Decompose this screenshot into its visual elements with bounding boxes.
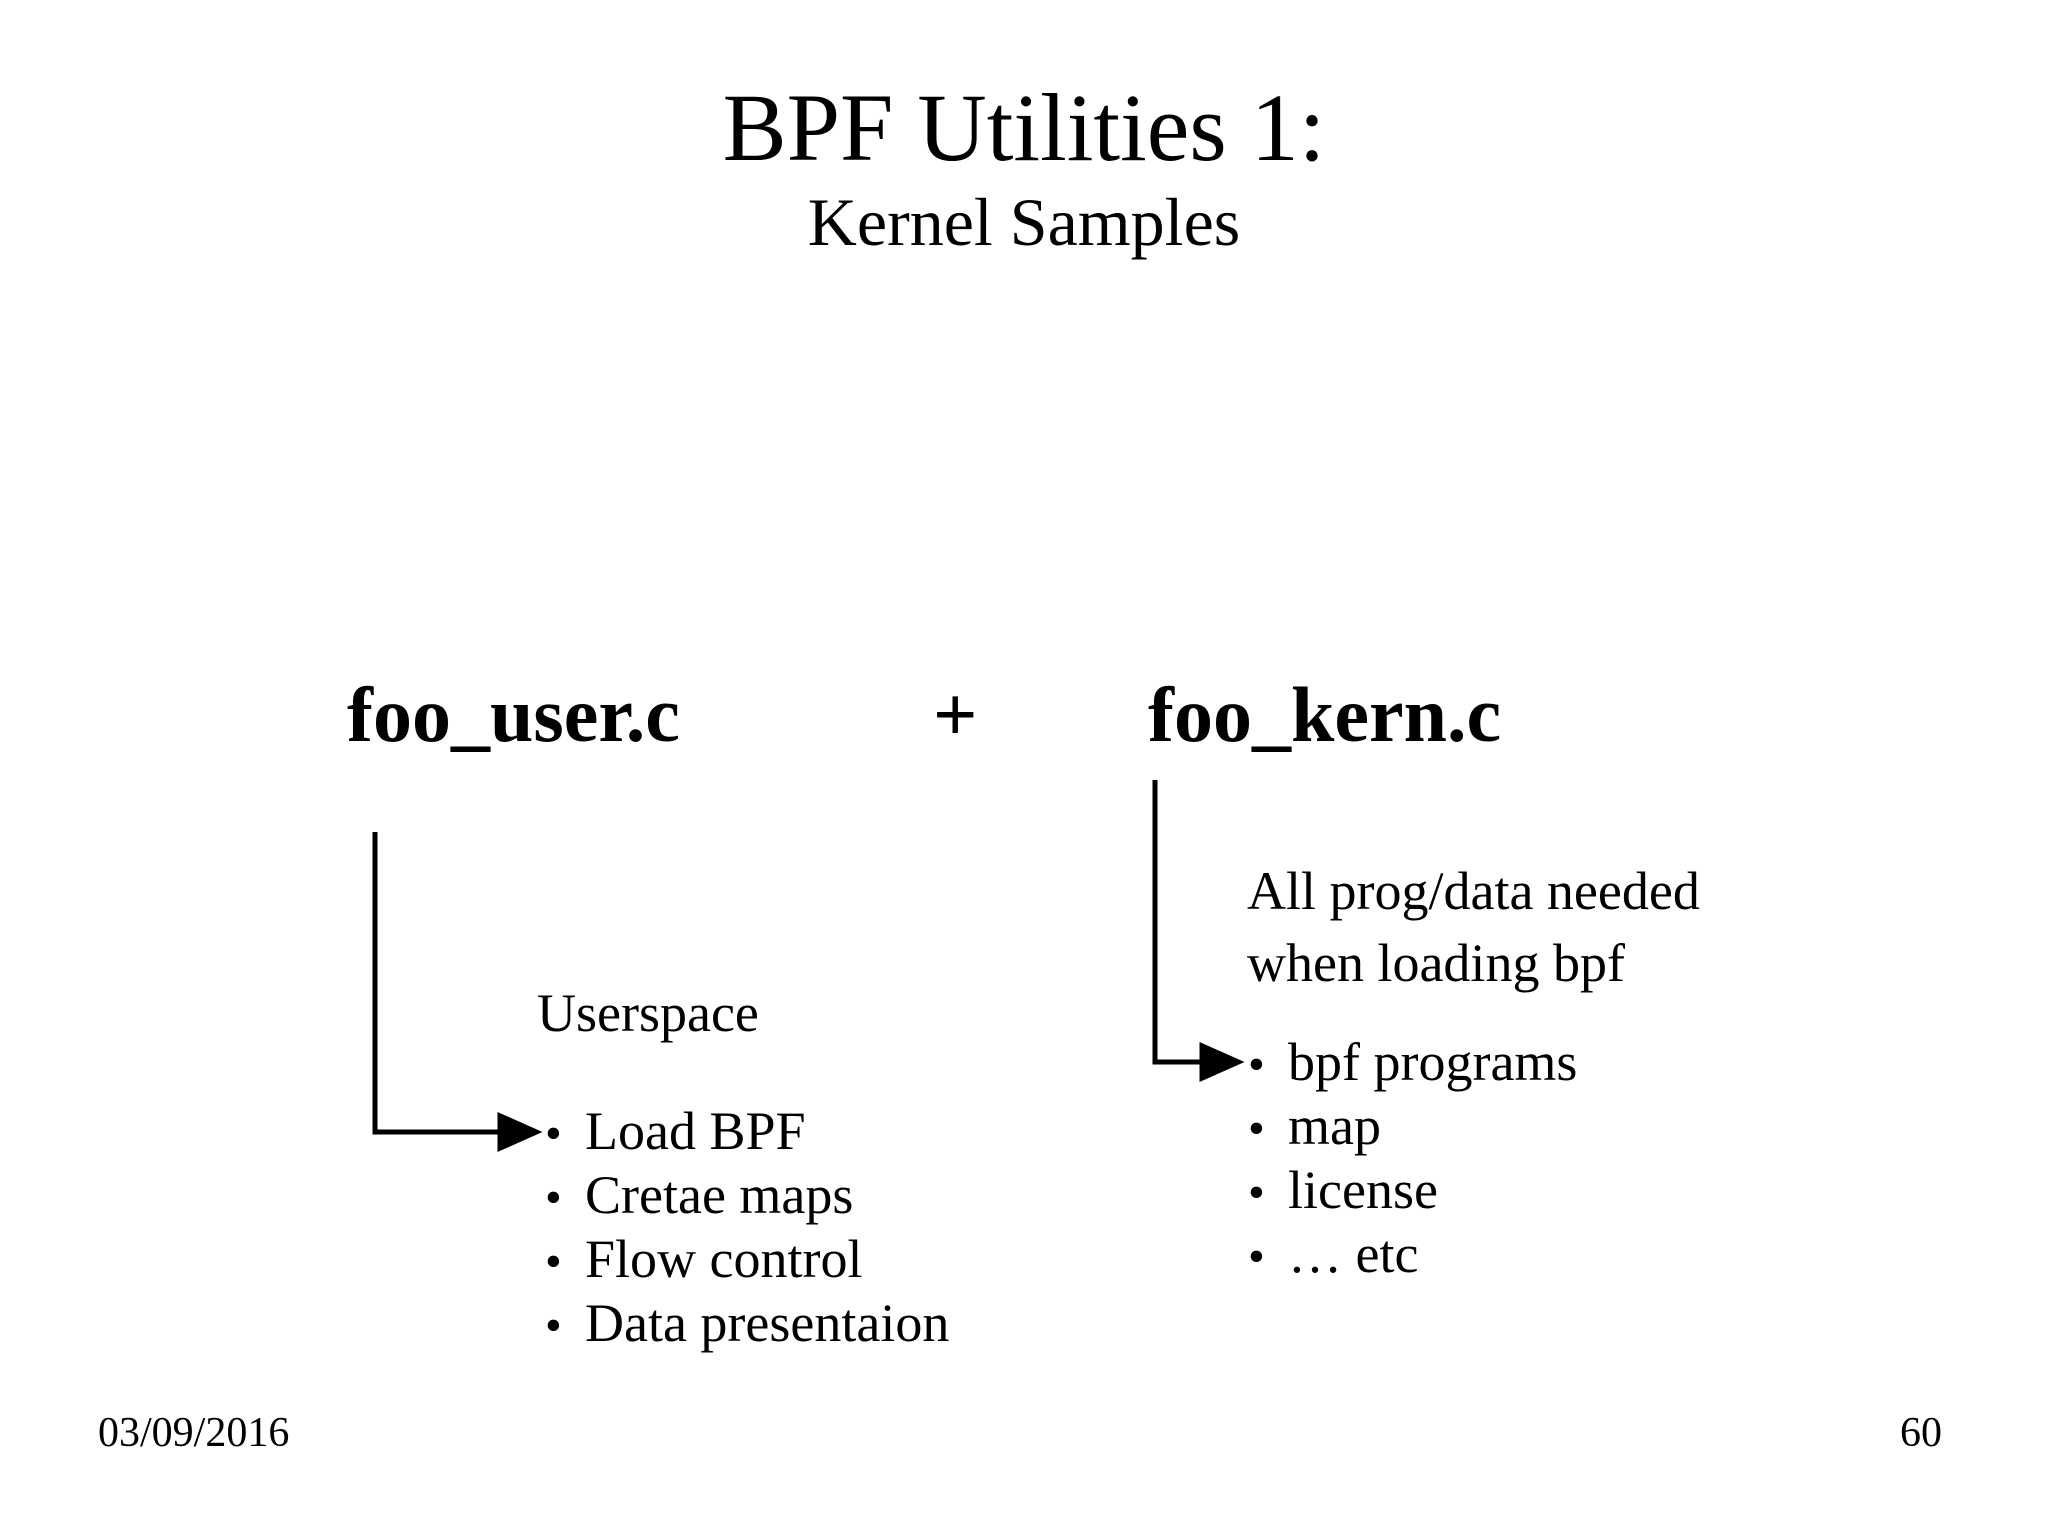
bullet-icon: • xyxy=(545,1171,562,1224)
file-label-foo-user: foo_user.c xyxy=(347,671,680,758)
list-item: • license xyxy=(1248,1163,1577,1227)
list-item-label: map xyxy=(1288,1096,1381,1156)
bullet-icon: • xyxy=(1248,1230,1265,1283)
list-item: • map xyxy=(1248,1099,1577,1163)
list-item-label: license xyxy=(1288,1160,1438,1220)
bullet-icon: • xyxy=(545,1235,562,1288)
arrow-foo-user-to-bullets xyxy=(372,832,543,1152)
file-heading-row: foo_user.c + foo_kern.c xyxy=(0,676,2048,772)
bullet-icon: • xyxy=(545,1107,562,1160)
list-item-label: Flow control xyxy=(585,1229,863,1289)
list-item-label: Data presentaion xyxy=(585,1293,950,1353)
list-item: • … etc xyxy=(1248,1227,1577,1291)
userspace-label: Userspace xyxy=(537,983,759,1043)
left-bullet-list: • Load BPF • Cretae maps • Flow control … xyxy=(545,1104,949,1360)
arrow-foo-kern-to-bullets xyxy=(1152,780,1245,1082)
list-item: • Data presentaion xyxy=(545,1296,949,1360)
list-item-label: … etc xyxy=(1288,1224,1419,1284)
list-item-label: Load BPF xyxy=(585,1101,806,1161)
page-title: BPF Utilities 1: xyxy=(722,74,1326,181)
file-label-foo-kern: foo_kern.c xyxy=(1148,671,1502,758)
list-item: • Load BPF xyxy=(545,1104,949,1168)
list-item: • bpf programs xyxy=(1248,1035,1577,1099)
footer-date: 03/09/2016 xyxy=(98,1410,290,1456)
bullet-icon: • xyxy=(1248,1166,1265,1219)
plus-operator: + xyxy=(933,671,978,758)
right-bullet-list: • bpf programs • map • license • … etc xyxy=(1248,1035,1577,1291)
page-subtitle: Kernel Samples xyxy=(807,183,1241,260)
bullet-icon: • xyxy=(545,1299,562,1352)
bullet-icon: • xyxy=(1248,1102,1265,1155)
list-item-label: Cretae maps xyxy=(585,1165,854,1225)
list-item: • Cretae maps xyxy=(545,1168,949,1232)
bullet-icon: • xyxy=(1248,1038,1265,1091)
footer-page-number: 60 xyxy=(1900,1410,1942,1456)
title-block: BPF Utilities 1: Kernel Samples xyxy=(0,78,2048,260)
kernel-note-text: All prog/data needed when loading bpf xyxy=(1247,861,1700,994)
list-item-label: bpf programs xyxy=(1288,1032,1578,1092)
list-item: • Flow control xyxy=(545,1232,949,1296)
